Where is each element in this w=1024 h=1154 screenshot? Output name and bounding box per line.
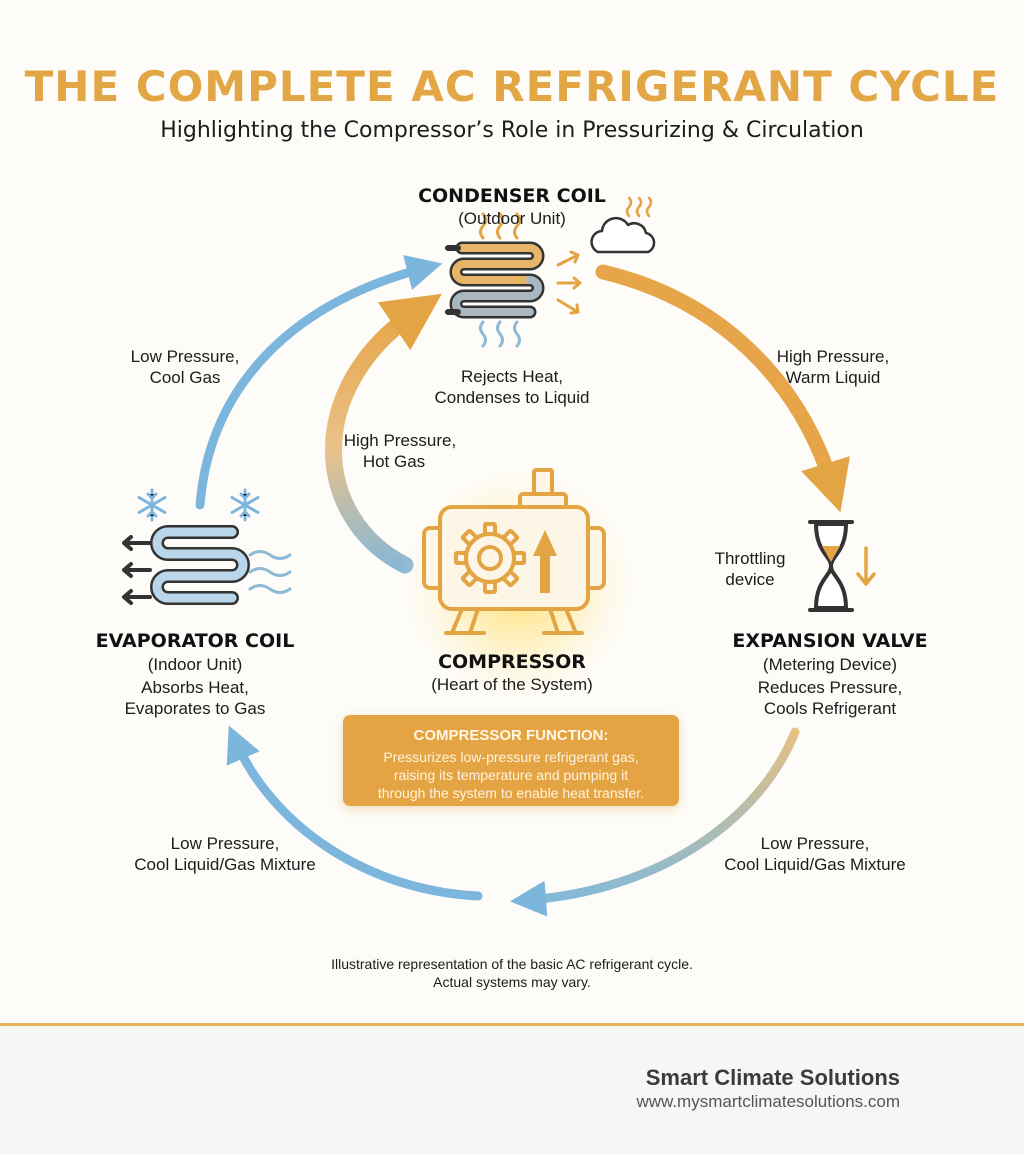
footer xyxy=(0,1026,1024,1154)
expansion-valve-location: (Metering Device) xyxy=(762,655,898,674)
down-arrow-icon xyxy=(856,546,876,586)
compressor-function-line-1: Pressurizes low-pressure refrigerant gas… xyxy=(383,749,639,765)
evaporator-action-1: Absorbs Heat, xyxy=(141,678,249,697)
expansion-valve-action-2: Cools Refrigerant xyxy=(763,699,897,718)
gear-icon xyxy=(454,522,526,594)
cloud-icon xyxy=(590,216,656,254)
condenser-coil-icon xyxy=(445,212,582,348)
hourglass-icon xyxy=(808,520,854,612)
compressor-function-line-2: raising its temperature and pumping it xyxy=(393,767,629,783)
condenser-title: CONDENSER COIL xyxy=(418,185,606,207)
compressor-function-text: Pressurizes low-pressure refrigerant gas… xyxy=(343,748,679,802)
compressor-location: (Heart of the System) xyxy=(431,675,593,694)
evaporator-action-2: Evaporates to Gas xyxy=(124,699,266,718)
flow-label-high-pressure-warm-liquid-2: Warm Liquid xyxy=(785,368,881,387)
flow-label-high-pressure-warm-liquid-1: High Pressure, xyxy=(776,347,890,366)
flow-label-low-pressure-cool-gas-1: Low Pressure, xyxy=(130,347,240,366)
flow-label-high-pressure-hot-gas-2: Hot Gas xyxy=(362,452,426,471)
flow-label-left-mixture-1: Low Pressure, xyxy=(170,834,280,853)
compressor-function-line-3: through the system to enable heat transf… xyxy=(377,785,645,801)
expansion-valve-action-1: Reduces Pressure, xyxy=(757,678,903,697)
disclaimer-line-2: Actual systems may vary. xyxy=(433,974,591,990)
disclaimer-note: Illustrative representation of the basic… xyxy=(0,955,1024,991)
compressor-title: COMPRESSOR xyxy=(438,651,586,673)
flow-label-high-pressure-hot-gas-1: High Pressure, xyxy=(343,431,457,450)
evaporator-coil-icon xyxy=(122,525,292,605)
flow-arrow-compressor-to-condenser xyxy=(325,293,442,574)
flow-arrow-evaporator-to-condenser xyxy=(195,255,443,510)
flow-label-right-mixture-1: Low Pressure, xyxy=(760,834,870,853)
snowflake-icon xyxy=(230,488,260,522)
condenser-location: (Outdoor Unit) xyxy=(458,209,566,228)
snowflake-icon xyxy=(137,488,167,522)
flow-label-right-mixture-2: Cool Liquid/Gas Mixture xyxy=(724,855,906,874)
flow-label-left-mixture-2: Cool Liquid/Gas Mixture xyxy=(134,855,316,874)
expansion-valve-title: EXPANSION VALVE xyxy=(732,630,928,652)
flow-arrow-condenser-to-expansion xyxy=(595,264,850,513)
compressor-function-heading: COMPRESSOR FUNCTION: xyxy=(413,727,609,744)
throttling-label-2: device xyxy=(725,570,775,589)
up-arrow-icon xyxy=(533,530,557,593)
page-subtitle: Highlighting the Compressor’s Role in Pr… xyxy=(160,118,864,143)
disclaimer-line-1: Illustrative representation of the basic… xyxy=(331,956,693,972)
heat-waves-icon xyxy=(625,196,653,218)
compressor-function-box: COMPRESSOR FUNCTION: Pressurizes low-pre… xyxy=(343,715,679,806)
page-title: THE COMPLETE AC REFRIGERANT CYCLE xyxy=(24,62,1000,111)
evaporator-location: (Indoor Unit) xyxy=(147,655,243,674)
brand-name: Smart Climate Solutions xyxy=(645,1065,900,1090)
brand-url[interactable]: www.mysmartclimatesolutions.com xyxy=(636,1092,900,1111)
evaporator-title: EVAPORATOR COIL xyxy=(95,630,295,652)
condenser-action-2: Condenses to Liquid xyxy=(434,388,590,407)
footer-divider xyxy=(0,1023,1024,1026)
condenser-action-1: Rejects Heat, xyxy=(460,367,564,386)
flow-label-low-pressure-cool-gas-2: Cool Gas xyxy=(149,368,221,387)
throttling-label-1: Throttling xyxy=(714,549,786,568)
flow-arrow-bottom-to-evaporator xyxy=(226,725,483,901)
flow-arrow-expansion-to-bottom xyxy=(510,727,800,917)
